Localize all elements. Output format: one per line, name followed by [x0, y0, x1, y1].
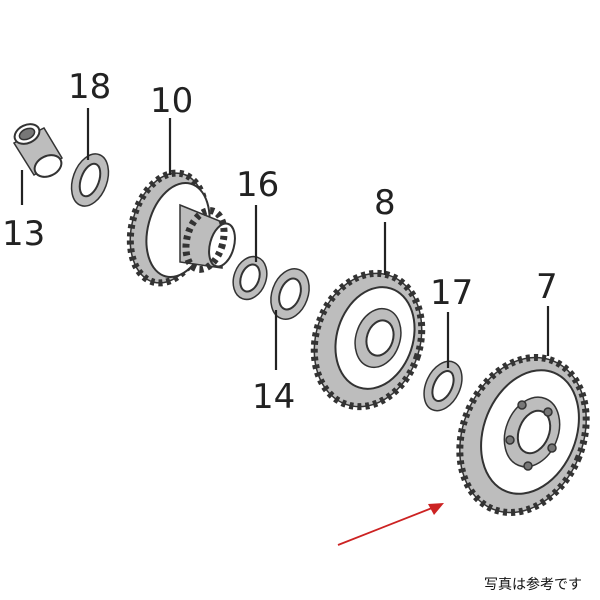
part-17-washer [423, 360, 463, 412]
callout-7: 7 [536, 267, 558, 307]
callout-17: 17 [430, 273, 473, 313]
callout-14: 14 [252, 377, 295, 417]
part-7-gear [456, 353, 590, 517]
part-16-washer [232, 255, 268, 301]
part-18-washer [70, 153, 110, 207]
callout-18: 18 [68, 67, 111, 107]
part-8-gear [310, 269, 426, 411]
pointer-arrow [337, 503, 444, 546]
callout-8: 8 [374, 183, 396, 223]
reference-caption: 写真は参考です [484, 577, 582, 593]
part-10-gear [126, 169, 236, 287]
callout-13: 13 [2, 214, 45, 254]
callout-10: 10 [150, 81, 193, 121]
part-14-washer [270, 268, 310, 320]
part-13-bushing [12, 123, 64, 178]
callout-16: 16 [236, 165, 279, 205]
